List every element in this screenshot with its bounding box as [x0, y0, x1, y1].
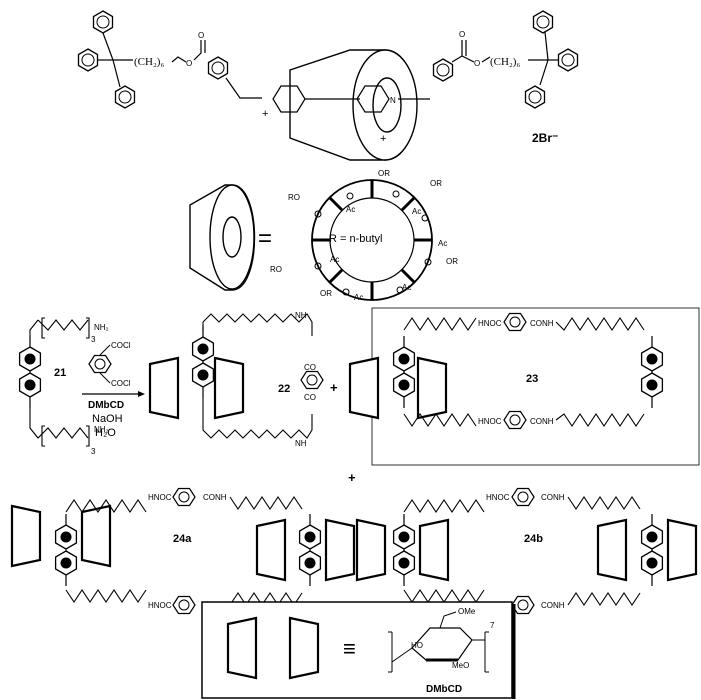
amide-conh-24b-top: CONH: [541, 493, 565, 502]
amide-conh-bottom: CONH: [530, 417, 554, 426]
reagent-dmbcd: DMbCD: [88, 400, 124, 411]
equals-sign: =: [258, 225, 272, 252]
or-group-bottom: OR: [320, 289, 332, 298]
ro-group-bottom-left: RO: [270, 265, 282, 274]
or-group-right: OR: [446, 257, 458, 266]
glucose-unit-icon: [388, 611, 489, 673]
counterion-label: 2Br⁻: [532, 131, 558, 145]
carbonyl-top: CO: [304, 363, 316, 372]
amide-hnoc-24a-bottom: HNOC: [148, 601, 172, 610]
reagent-water: H₂O: [95, 427, 116, 439]
reagents: COCl COCl DMbCD NaOH H₂O: [82, 341, 145, 439]
amide-conh-24b-bottom: CONH: [541, 601, 565, 610]
methoxy-label: OMe: [458, 607, 476, 616]
carbonyl-oxygen-right: O: [459, 30, 465, 39]
equivalence-sign: ≡: [343, 636, 356, 661]
right-trityl-group: [524, 10, 579, 109]
amide-nh-top: NH: [295, 311, 307, 320]
bipyridinium-axle: N: [272, 85, 396, 113]
amide-nh-bottom: NH: [295, 439, 307, 448]
charge-plus-left: +: [262, 108, 268, 120]
repeat-count: 7: [490, 621, 495, 630]
cyclodextrin-definition: = OR OR RO OR RO: [189, 169, 458, 302]
ac-group-left: Ac: [330, 255, 339, 264]
amine-bottom: NH₂: [94, 425, 109, 434]
ro-group-left: RO: [288, 193, 300, 202]
compound-24b: HNOC CONH HNOC CONH 24b: [355, 487, 698, 615]
compound-24a: HNOC CONH HNOC CONH 24a: [10, 487, 356, 615]
pyridinium-nitrogen: N: [390, 96, 396, 105]
methoxy-label-2: MeO: [452, 661, 469, 670]
right-hexyl-chain: (CH₂)₆: [490, 56, 520, 68]
rotaxane-structure: (CH₂)₆ O O + N + O O (CH₂)₆: [77, 10, 579, 161]
cone-icon: [189, 184, 256, 291]
acid-chloride-bottom: COCl: [111, 379, 131, 388]
cyclodextrin-cone-icon: [289, 49, 418, 161]
repeat-index-top: 3: [91, 335, 96, 344]
repeat-index-bottom: 3: [91, 447, 96, 456]
legend-box: ≡ OMe HO MeO 7 DMbCD: [201, 601, 516, 699]
ac-group-bottom-right: Ac: [402, 283, 411, 292]
carbonyl-oxygen-left: O: [198, 31, 204, 40]
ester-oxygen-right: O: [474, 59, 480, 68]
compound-24b-label: 24b: [524, 533, 543, 545]
compound-21-label: 21: [54, 367, 66, 379]
r-definition: R = n-butyl: [329, 233, 383, 245]
compound-21: 3 NH₂ 3 NH₂ 21: [20, 317, 109, 456]
amide-hnoc-bottom: HNOC: [478, 417, 502, 426]
compound-23: HNOC CONH HNOC CONH 23: [348, 307, 700, 466]
plus-sign-1: +: [330, 380, 338, 395]
amine-top: NH₂: [94, 323, 109, 332]
amide-conh-24a-top: CONH: [203, 493, 227, 502]
compound-22: NH NH CO CO 22: [148, 311, 324, 448]
ac-group-top: Ac: [346, 205, 355, 214]
carbonyl-bottom: CO: [304, 393, 316, 402]
acid-chloride-top: COCl: [111, 341, 131, 350]
amide-hnoc-24b-top: HNOC: [486, 493, 510, 502]
ac-group-far-right: Ac: [438, 239, 447, 248]
left-hexyl-chain: (CH₂)₆: [134, 56, 164, 68]
amide-conh-top: CONH: [530, 319, 554, 328]
hydroxy-label: HO: [411, 641, 423, 650]
compound-22-label: 22: [278, 383, 290, 395]
compound-23-label: 23: [526, 373, 538, 385]
reagent-naoh: NaOH: [92, 413, 123, 425]
ac-group-bottom: Ac: [354, 293, 363, 302]
amide-hnoc-24a-top: HNOC: [148, 493, 172, 502]
ac-group-right: Ac: [412, 207, 421, 216]
left-trityl-group: [77, 10, 136, 109]
legend-name: DMbCD: [426, 684, 462, 695]
plus-sign-2: +: [348, 470, 356, 485]
or-group-top-right: OR: [430, 179, 442, 188]
or-group-top: OR: [378, 169, 390, 178]
ester-oxygen-left: O: [186, 59, 192, 68]
cyclodextrin-ring-icon: [311, 179, 433, 301]
charge-plus-right: +: [380, 133, 386, 145]
amide-hnoc-top: HNOC: [478, 319, 502, 328]
compound-24a-label: 24a: [173, 533, 192, 545]
